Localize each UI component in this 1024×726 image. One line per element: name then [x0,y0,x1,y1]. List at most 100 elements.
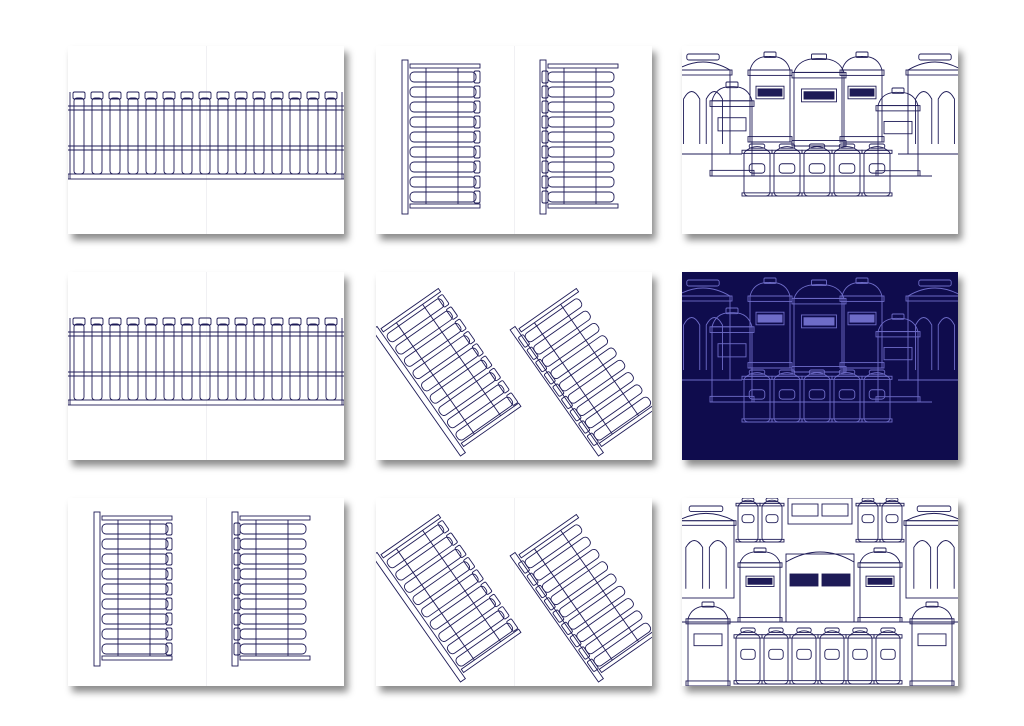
tube [145,323,157,401]
tube [199,97,211,175]
sheet-fence-front-a[interactable] [68,46,344,234]
tube [181,97,193,175]
tube [395,536,453,581]
tube [91,97,103,175]
tube [101,553,169,565]
tube [547,146,615,158]
sheet-jars-scene-navy[interactable] [682,272,958,460]
tube [145,97,157,175]
tube [199,323,211,401]
tube [325,97,337,175]
sheet-jars-scene-a[interactable] [682,46,958,234]
sheet-rack-vertical-b[interactable] [68,498,344,686]
tube [127,323,139,401]
tube [325,323,337,401]
rack-group [376,513,652,683]
tube [438,598,496,642]
tube [217,323,229,401]
tube [409,191,477,203]
tube [235,97,247,175]
tube [395,310,453,355]
tube [289,323,301,401]
tube [455,396,514,441]
tube [101,628,169,640]
tube [409,131,477,143]
tube [455,622,514,667]
rack-vertical-illustration [93,511,311,667]
tube [101,598,169,610]
fence-group [68,91,344,180]
tube [239,643,307,655]
tube [547,101,615,113]
tube [409,176,477,188]
fence-group [68,317,344,406]
tube [289,97,301,175]
sheet-rack-diagonal-a[interactable] [376,272,652,460]
tube [271,323,283,401]
sheet-jars-grid[interactable] [682,498,958,686]
tube [163,323,175,401]
tube [429,585,488,630]
tube [239,613,307,625]
tube [409,146,477,158]
tube [412,561,471,606]
tube [239,568,307,580]
jars-group [682,277,958,423]
tube [239,553,307,565]
tube [409,86,477,98]
tube [429,359,488,404]
tube [547,131,615,143]
tube [403,322,462,367]
tube [412,335,471,380]
tube [446,384,505,429]
rack-group [93,511,311,667]
tube [239,598,307,610]
tube [386,524,445,569]
tube [239,583,307,595]
tube [253,323,265,401]
tube [181,323,193,401]
tube [91,323,103,401]
tube [101,568,169,580]
tube [235,323,247,401]
rack-diagonal-illustration [376,513,652,683]
jars-illustration [682,51,958,197]
rack-group [401,59,619,215]
rack-vertical-illustration [401,59,619,215]
tube [403,548,462,593]
fence-illustration [68,317,344,406]
tube [101,643,169,655]
tube [438,372,496,416]
tube [421,573,479,618]
tube [547,86,615,98]
sheet-fence-front-b[interactable] [68,272,344,460]
tube [217,97,229,175]
sheet-fold [514,46,515,234]
tube [239,523,307,535]
tube [307,323,319,401]
sheet-fold [206,46,207,234]
tube [547,71,615,83]
rack-diagonal-illustration [376,287,652,457]
tube [409,161,477,173]
sheet-rack-diagonal-b[interactable] [376,498,652,686]
rack-group [376,287,652,457]
tube [547,191,615,203]
tube [271,97,283,175]
tube [386,298,445,343]
sheet-rack-vertical-a[interactable] [376,46,652,234]
tube [446,610,505,655]
tube [101,613,169,625]
tube [547,176,615,188]
sheet-fold [206,272,207,460]
sheet-fold [514,498,515,686]
tube [127,97,139,175]
tube [73,97,85,175]
tube [163,97,175,175]
tube [409,101,477,113]
tube [109,323,121,401]
tube [421,347,479,392]
tube [101,538,169,550]
tube [547,116,615,128]
tube [101,523,169,535]
